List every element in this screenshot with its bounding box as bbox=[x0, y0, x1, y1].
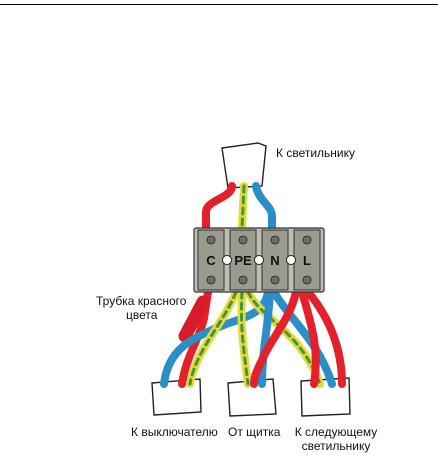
cable-jacket-top bbox=[221, 142, 267, 189]
wire-top-red bbox=[202, 182, 236, 232]
top-divider-line bbox=[0, 4, 438, 5]
terminal-c-label: C bbox=[206, 253, 216, 268]
wire-ground-switch-stripe bbox=[188, 290, 238, 386]
terminal-l-label: L bbox=[303, 253, 311, 268]
wire-next-red-1 bbox=[298, 288, 320, 388]
wire-ground-panel-stripe bbox=[239, 290, 250, 386]
label-to-next-line2: светильнику bbox=[301, 439, 371, 453]
wire-top-ground-stripe bbox=[240, 184, 246, 230]
wire-next-blue bbox=[270, 288, 336, 388]
wire-panel-red bbox=[250, 288, 300, 388]
label-to-lamp: К светильнику bbox=[276, 146, 356, 160]
wire-next-red-2 bbox=[304, 288, 346, 388]
label-from-panel: От щитка bbox=[228, 425, 281, 439]
terminal-block: C PE N L bbox=[193, 227, 325, 293]
wire-top-blue bbox=[252, 182, 276, 232]
label-to-switch: К выключателю bbox=[131, 425, 218, 439]
terminal-n-label: N bbox=[270, 253, 279, 268]
label-red-tube-line2: цвета bbox=[126, 308, 158, 322]
wire-panel-blue bbox=[258, 288, 274, 388]
red-tube-sleeve bbox=[178, 295, 210, 343]
wire-switch-red bbox=[178, 288, 212, 388]
label-red-tube-line1: Трубка красного bbox=[96, 294, 187, 308]
label-to-next-line1: К следующему bbox=[294, 425, 378, 439]
terminal-pe-label: PE bbox=[234, 253, 252, 268]
